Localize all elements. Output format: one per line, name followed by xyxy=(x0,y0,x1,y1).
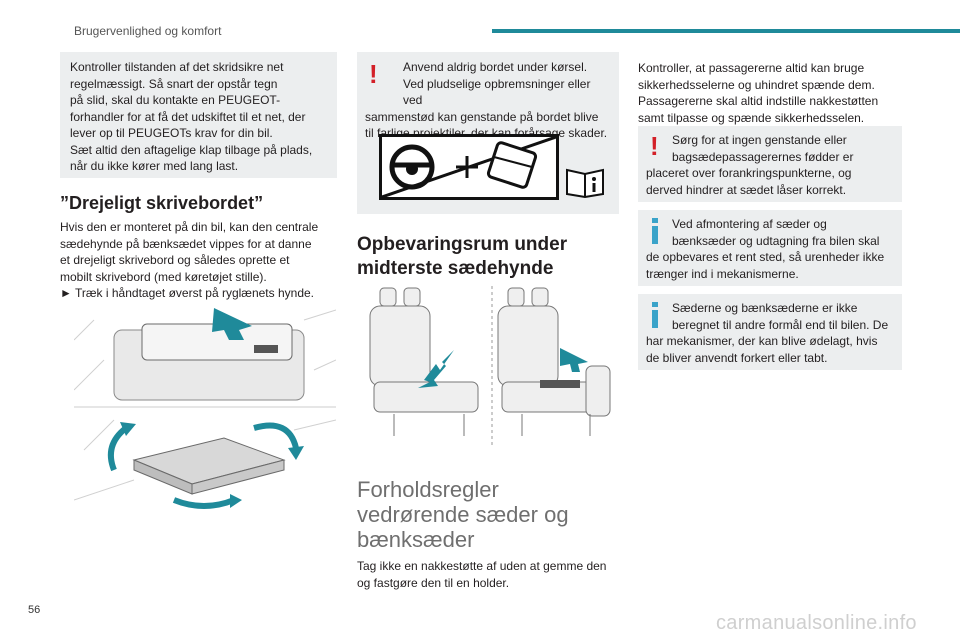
page-number: 56 xyxy=(28,604,41,616)
note-line: lever op til PEUGEOTs krav for din bil. xyxy=(70,126,273,140)
no-objects-pictogram xyxy=(379,134,559,200)
usage-info-note: Sæderne og bænksæderne er ikke beregnet … xyxy=(638,294,902,370)
info-line: de opbevares et rent sted, så urenheder … xyxy=(646,250,885,264)
warning-line: derved hindrer at sædet låser korrekt. xyxy=(646,182,847,197)
heading-line: midterste sædehynde xyxy=(357,258,554,279)
info-line: Ved afmontering af sæder og xyxy=(672,217,827,231)
para-line: Kontroller, at passagererne altid kan br… xyxy=(638,61,865,75)
seatbelt-paragraph: Kontroller, at passagererne altid kan br… xyxy=(638,60,908,126)
para-line: samt tilpasse og spænde sikkerhedsselen. xyxy=(638,110,865,125)
para-line: Passagererne skal altid indstille nakkes… xyxy=(638,94,879,108)
swivel-desk-paragraph: Hvis den er monteret på din bil, kan den… xyxy=(60,219,340,302)
note-line: Sæt altid den aftagelige klap tilbage på… xyxy=(70,142,313,157)
watermark: carmanualsonline.info xyxy=(716,612,917,634)
heading-line: vedrørende sæder og xyxy=(357,502,569,527)
warning-line: bagsædepassagerernes fødder er xyxy=(672,149,854,164)
book-info-icon xyxy=(565,166,605,199)
section-heading-precautions: Forholdsregler vedrørende sæder og bænks… xyxy=(357,477,619,552)
para-line: sikkerhedsselerne og uhindret spænde dem… xyxy=(638,77,875,92)
storage-compartment-illustration xyxy=(364,286,620,452)
header-accent-bar xyxy=(492,29,960,33)
heading-line: Opbevaringsrum under xyxy=(357,234,568,255)
para-line: et drejeligt skrivebord og således opret… xyxy=(60,253,290,267)
anti-slip-net-note: Kontroller tilstanden af det skridsikre … xyxy=(60,52,337,178)
para-line: sædehynde på bænksædet vippes for at dan… xyxy=(60,236,312,251)
info-line: beregnet til andre formål end til bilen.… xyxy=(672,317,889,332)
running-header: Brugervenlighed og komfort xyxy=(74,24,222,38)
table-warning: ! Anvend aldrig bordet under kørsel. Ved… xyxy=(357,52,619,214)
section-heading-storage: Opbevaringsrum under midterste sædehynde xyxy=(357,233,619,281)
info-icon xyxy=(650,218,660,249)
headrest-paragraph: Tag ikke en nakkestøtte af uden at gemme… xyxy=(357,558,619,591)
warning-line: placeret over forankringspunkterne, og xyxy=(646,166,852,180)
para-line: Hvis den er monteret på din bil, kan den… xyxy=(60,220,319,234)
warning-icon: ! xyxy=(650,131,659,161)
storage-info-note: Ved afmontering af sæder og bænksæder og… xyxy=(638,210,902,286)
info-line: har mekanismer, der kan blive ødelagt, h… xyxy=(646,334,878,348)
para-line: Tag ikke en nakkestøtte af uden at gemme… xyxy=(357,559,607,573)
para-line: mobilt skrivebord (med køretøjet stille)… xyxy=(60,269,267,284)
heading-line: bænksæder xyxy=(357,527,475,552)
info-line: Sæderne og bænksæderne er ikke xyxy=(672,301,858,315)
swivel-desk-illustration xyxy=(74,300,336,514)
note-line: på slid, skal du kontakte en PEUGEOT- xyxy=(70,93,281,107)
section-heading-swivel-desk: ”Drejeligt skrivebordet” xyxy=(60,193,264,213)
warning-line: Anvend aldrig bordet under kørsel. xyxy=(403,60,588,74)
note-line: Kontroller tilstanden af det skridsikre … xyxy=(70,60,284,74)
anchorage-warning: ! Sørg for at ingen genstande eller bags… xyxy=(638,126,902,202)
info-line: de bliver anvendt forkert eller tabt. xyxy=(646,350,828,365)
note-line: når du ikke kører med lang last. xyxy=(70,159,239,173)
info-line: trænger ind i mekanismerne. xyxy=(646,266,799,281)
heading-line: Forholdsregler xyxy=(357,477,499,502)
warning-icon: ! xyxy=(369,59,378,89)
info-icon xyxy=(650,302,660,333)
para-line: og fastgøre den til en holder. xyxy=(357,575,510,590)
warning-line: sammenstød kan genstande på bordet blive xyxy=(365,109,599,124)
para-line: ► Træk i håndtaget øverst på ryglænets h… xyxy=(60,286,314,300)
note-line: regelmæssigt. Så snart der opstår tegn xyxy=(70,76,278,91)
note-line: forhandler for at få det udskiftet til e… xyxy=(70,109,306,124)
warning-line: Sørg for at ingen genstande eller xyxy=(672,133,847,147)
info-line: bænksæder og udtagning fra bilen skal xyxy=(672,233,880,248)
warning-line: Ved pludselige opbremsninger eller ved xyxy=(403,76,591,108)
